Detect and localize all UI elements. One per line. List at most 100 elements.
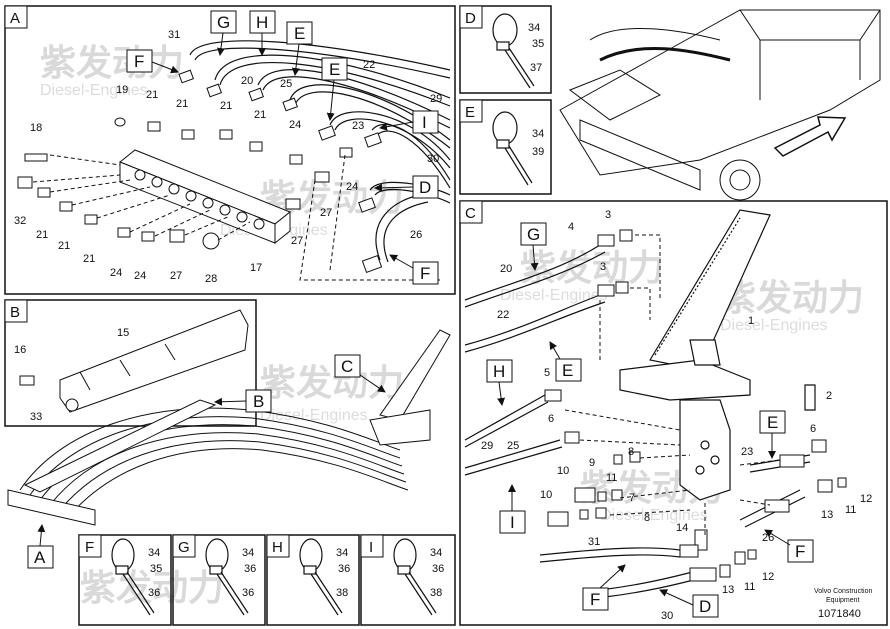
callout: 22 (497, 309, 509, 321)
callout: 38 (430, 587, 442, 599)
tag-label: F (420, 264, 430, 283)
callout: 34 (528, 22, 540, 34)
callout: 18 (30, 122, 42, 134)
callout: 10 (557, 465, 569, 477)
callout: 34 (336, 547, 348, 559)
panel-g-tag: G (178, 539, 190, 556)
callout: 21 (176, 98, 188, 110)
panel-d-tag: D (465, 10, 476, 27)
callout: 31 (168, 29, 180, 41)
callout: 6 (810, 423, 816, 435)
panel-i-tag: I (369, 539, 373, 556)
cable-tie-icon (111, 538, 155, 616)
callout: 8 (628, 446, 634, 458)
panel-c-fittings (544, 229, 847, 582)
callout: 20 (500, 263, 512, 275)
callout: 9 (589, 457, 595, 469)
tag-label: A (34, 548, 46, 567)
mounting-plate (19, 309, 249, 413)
panel-b: B 15 16 33 (4, 299, 257, 427)
callout: 17 (250, 262, 262, 274)
callout: 19 (116, 84, 128, 96)
watermark-sub: Diesel-Engines (40, 82, 148, 99)
callout: 26 (410, 229, 422, 241)
callout: 24 (346, 181, 358, 193)
panel-a: A (4, 5, 456, 295)
callout: 8 (644, 512, 650, 524)
callout: 3 (605, 209, 611, 221)
callout: 34 (532, 128, 544, 140)
callout: 27 (170, 270, 182, 282)
callout: 23 (352, 120, 364, 132)
callout: 3 (600, 261, 606, 273)
panel-b-tag: B (10, 304, 20, 321)
callout: 23 (741, 446, 753, 458)
callout: 13 (722, 584, 734, 596)
footer-company: Volvo Construction (814, 588, 872, 595)
panel-a-tag: A (10, 10, 20, 27)
hose-fittings (178, 69, 383, 274)
callout: 30 (427, 153, 439, 165)
callout: 39 (532, 146, 544, 158)
tag-label: D (699, 597, 711, 616)
callout: 13 (821, 509, 833, 521)
panel-g: G 34 36 36 (172, 534, 266, 626)
panel-c-callouts: 3 4 20 3 22 1 5 2 6 29 25 9 8 10 11 23 6… (481, 209, 872, 622)
callout: 36 (432, 563, 444, 575)
callout: 35 (150, 563, 162, 575)
callout: 21 (36, 229, 48, 241)
panel-e: E 34 39 (459, 99, 552, 195)
callout: 27 (291, 235, 303, 247)
callout: 2 (826, 390, 832, 402)
callout: 11 (744, 581, 755, 593)
callout: 11 (606, 472, 617, 484)
cable-tie-icon (299, 538, 343, 616)
callout: 24 (134, 270, 146, 282)
callout: 15 (117, 327, 129, 339)
callout: 24 (289, 119, 301, 131)
callout: 16 (14, 344, 26, 356)
callout: 29 (430, 93, 442, 105)
callout: 21 (220, 100, 232, 112)
panel-h: H 34 36 38 (266, 534, 360, 626)
watermark-brand: 紫发动力 (720, 277, 864, 318)
watermark-sub: Diesel-Engines (720, 317, 828, 334)
callout: 29 (481, 440, 493, 452)
callout: 11 (845, 504, 856, 516)
watermark-brand: 紫发动力 (40, 42, 184, 83)
tag-label: D (419, 178, 431, 197)
callout: 35 (532, 38, 544, 50)
callout: 34 (148, 547, 160, 559)
callout: 25 (507, 440, 519, 452)
callout: 21 (58, 240, 70, 252)
callout: 22 (363, 59, 375, 71)
callout: 31 (588, 536, 600, 548)
tag-label: C (341, 357, 353, 376)
panel-c-leaders (564, 234, 781, 535)
callout: 25 (280, 78, 292, 90)
cable-tie-icon (492, 13, 535, 89)
panel-f-tag: F (85, 539, 94, 556)
panel-a-callouts: 31 20 25 22 19 21 21 21 21 24 23 29 18 3… (14, 29, 442, 285)
callout: 21 (146, 89, 158, 101)
callout: 33 (30, 411, 42, 423)
leader-lines (32, 154, 440, 281)
drawing-number: 1071840 (818, 608, 861, 620)
callout: 21 (254, 109, 266, 121)
panel-a-tags: F G H E E I D F (126, 10, 439, 285)
callout: 7 (629, 492, 635, 504)
callout: 28 (205, 273, 217, 285)
tag-label: F (795, 542, 805, 561)
tag-label: E (294, 24, 305, 43)
callout: 36 (338, 563, 350, 575)
watermark-layer: 紫发动力 Diesel-Engines 紫发动力 Diesel-Engines … (40, 42, 864, 608)
loose-fittings (17, 117, 353, 250)
manifold-block (119, 149, 291, 245)
callout: 36 (242, 587, 254, 599)
tag-label: F (590, 590, 600, 609)
cable-tie-icon (393, 538, 437, 616)
panel-f: F 34 35 36 (78, 534, 172, 626)
watermark-brand: 紫发动力 (520, 247, 664, 288)
callout: 32 (14, 215, 26, 227)
